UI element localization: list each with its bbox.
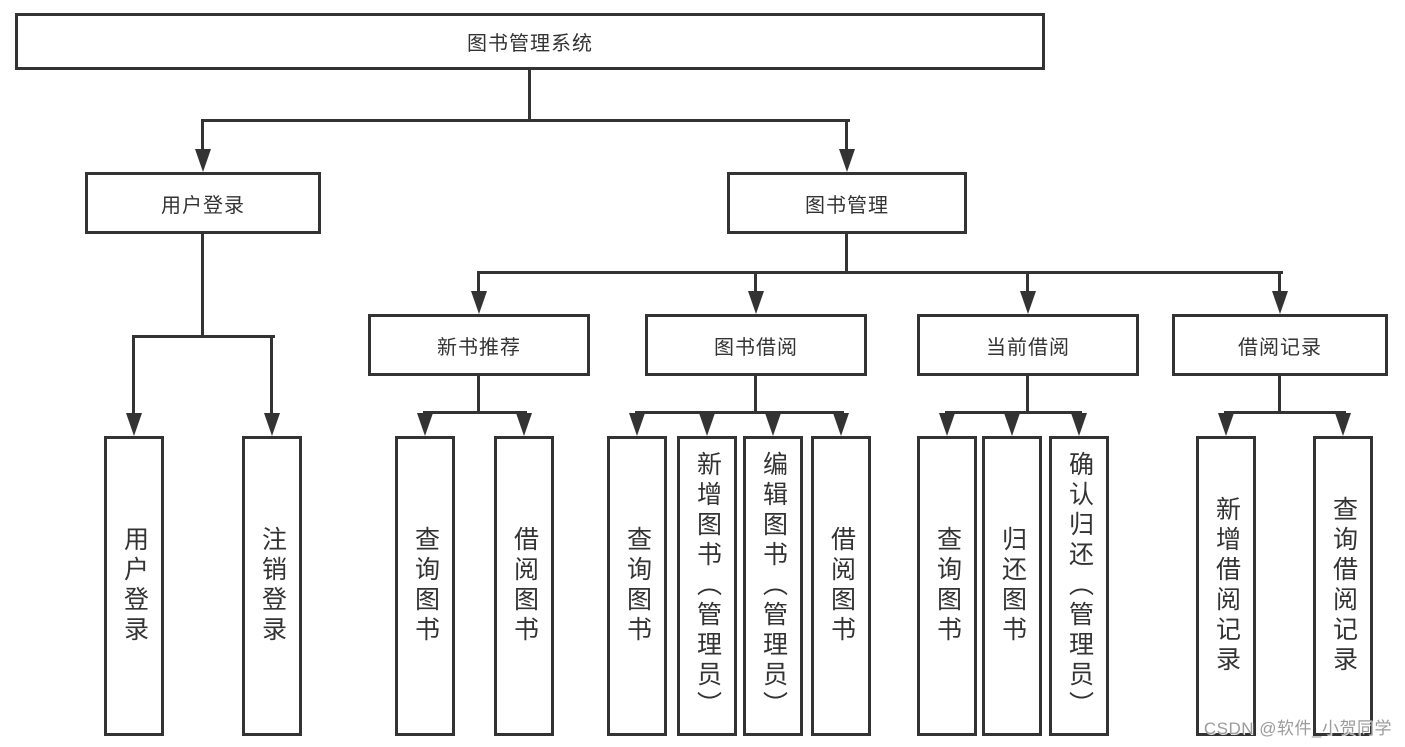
connector-line [528,68,531,122]
arrow-down-icon [939,413,955,436]
arrow-down-icon [264,413,280,436]
arrow-down-icon [748,291,764,314]
arrow-down-icon [1272,291,1288,314]
node-add-book-admin: 新增图书（管理员） [677,436,737,736]
connector-line [1026,271,1029,294]
node-query-borrow-record: 查询借阅记录 [1313,436,1373,736]
arrow-down-icon [471,291,487,314]
arrow-down-icon [195,149,211,172]
connector-line [945,411,1082,414]
node-book-borrowing: 图书借阅 [645,314,867,376]
connector-line [423,411,527,414]
node-return-books: 归还图书 [982,436,1042,736]
arrow-down-icon [417,413,433,436]
node-query-books-1: 查询图书 [395,436,455,736]
connector-line [1026,374,1029,414]
connector-line [201,232,204,338]
watermark-text: CSDN @软件_小贺同学 [1203,719,1392,738]
connector-line [477,271,1283,274]
node-current-borrowing: 当前借阅 [917,314,1139,376]
node-borrow-books-1: 借阅图书 [494,436,554,736]
connector-line [1224,411,1346,414]
arrow-down-icon [1218,413,1234,436]
connector-line [845,119,848,152]
connector-line [635,411,844,414]
connector-line [270,335,273,415]
connector-line [201,119,204,152]
arrow-down-icon [1004,413,1020,436]
node-book-management: 图书管理 [727,172,967,234]
arrow-down-icon [629,413,645,436]
connector-line [132,335,135,415]
node-confirm-return-admin: 确认归还（管理员） [1049,436,1109,736]
connector-line [132,335,275,338]
arrow-down-icon [516,413,532,436]
node-logout: 注销登录 [242,436,302,736]
connector-line [201,119,850,122]
node-query-books-3: 查询图书 [917,436,977,736]
arrow-down-icon [1335,413,1351,436]
arrow-down-icon [765,413,781,436]
node-borrow-books-2: 借阅图书 [811,436,871,736]
arrow-down-icon [833,413,849,436]
arrow-down-icon [1020,291,1036,314]
connector-line [754,374,757,414]
arrow-down-icon [1071,413,1087,436]
node-borrowing-records: 借阅记录 [1172,314,1388,376]
connector-line [845,232,848,274]
node-user-login-leaf: 用户登录 [104,436,164,736]
connector-line [477,374,480,414]
arrow-down-icon [699,413,715,436]
arrow-down-icon [126,413,142,436]
arrow-down-icon [839,149,855,172]
node-new-book-recommendation: 新书推荐 [368,314,590,376]
node-edit-book-admin: 编辑图书（管理员） [743,436,803,736]
node-user-login: 用户登录 [85,172,321,234]
node-query-books-2: 查询图书 [607,436,667,736]
connector-line [1278,271,1281,294]
node-add-borrow-record: 新增借阅记录 [1196,436,1256,736]
connector-line [1278,374,1281,414]
connector-line [754,271,757,294]
node-library-management-system: 图书管理系统 [15,13,1045,70]
connector-line [477,271,480,294]
